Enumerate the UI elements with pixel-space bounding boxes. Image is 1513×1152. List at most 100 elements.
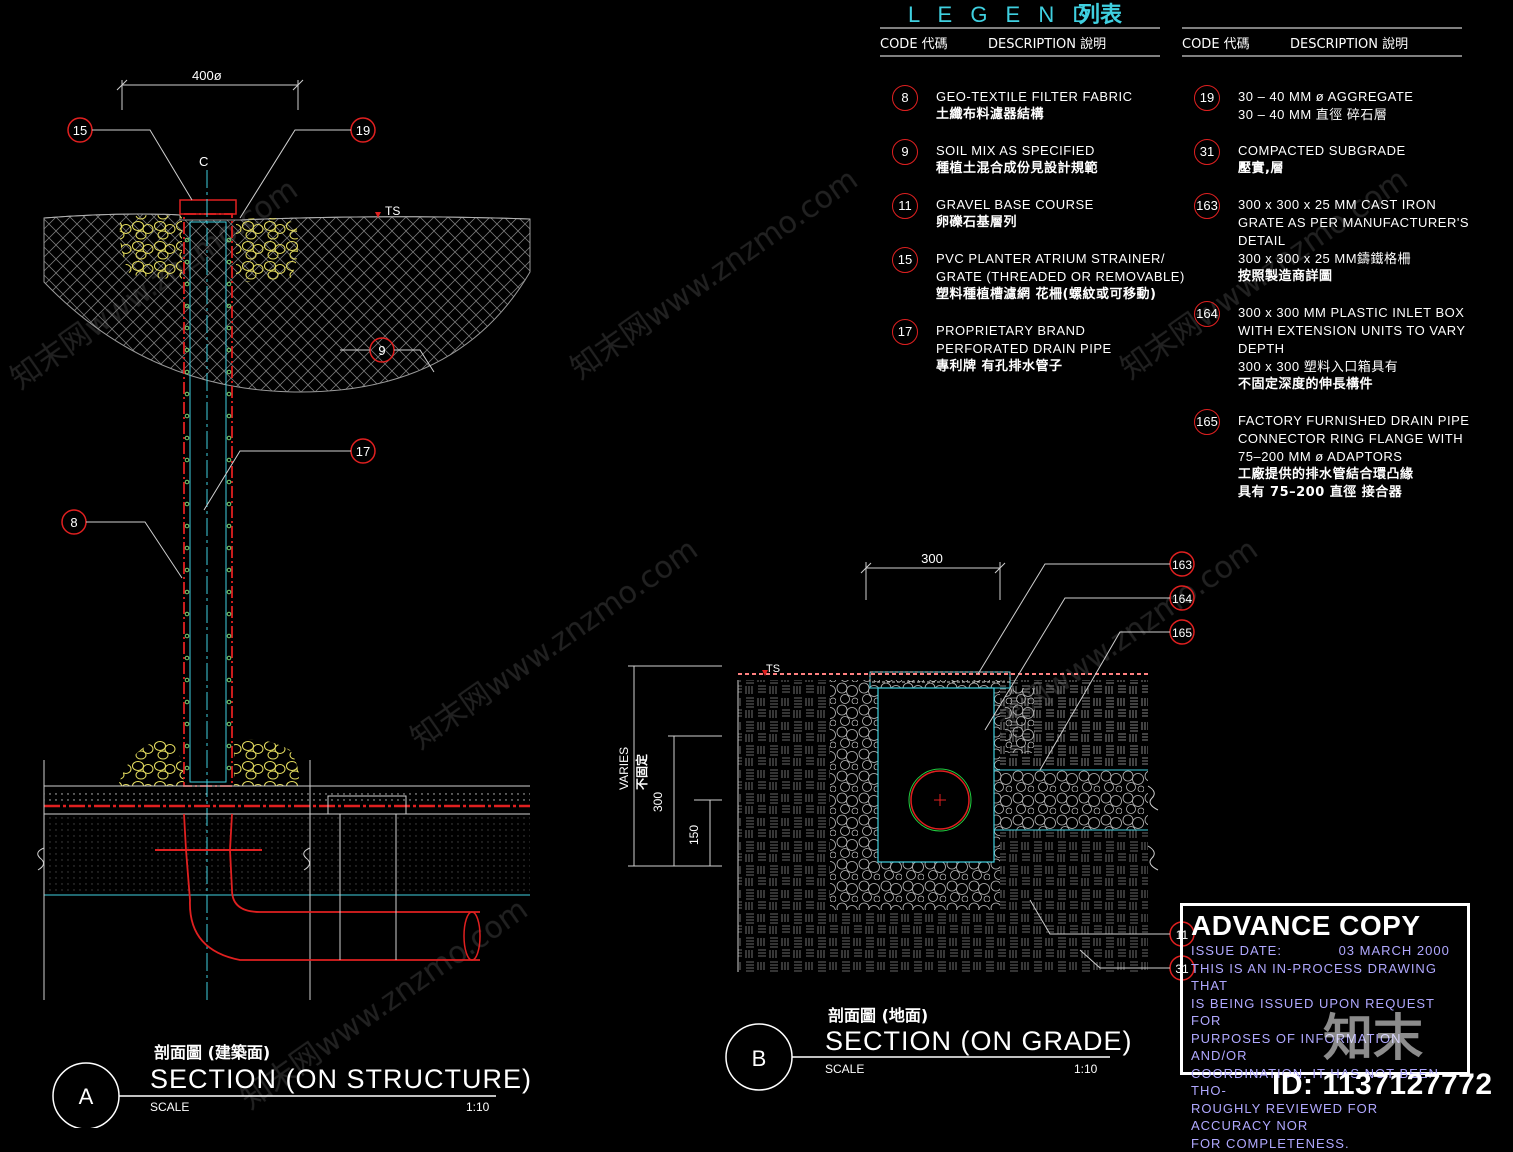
pipe-perforation <box>227 700 231 704</box>
dim-varies-zh: 不固定 <box>634 754 649 790</box>
legend-line: DEPTH <box>1238 340 1466 358</box>
watermark-text: 知末网www.znzmo.com <box>405 532 705 757</box>
pipe-perforation <box>185 480 189 484</box>
legend-line-zh: 按照製造商詳圖 <box>1238 268 1469 286</box>
legend-code-164: 164 <box>1194 301 1220 327</box>
pipe-perforation <box>227 744 231 748</box>
legend-title: L E G E N D <box>908 2 1094 27</box>
legend-line-zh: 專利牌 有孔排水管子 <box>936 358 1112 376</box>
section-a-title-zh: 剖面圖 (建築面) <box>154 1043 270 1062</box>
legend-code-11: 11 <box>892 193 918 219</box>
legend-line: GRAVEL BASE COURSE <box>936 196 1094 214</box>
legend-desc-header-left: DESCRIPTION 說明 <box>988 36 1106 52</box>
stamp-issue-date: 03 MARCH 2000 <box>1339 943 1450 958</box>
pipe-perforation <box>227 634 231 638</box>
pipe-perforation <box>185 656 189 660</box>
stamp-line: THIS IS AN IN-PROCESS DRAWING THAT <box>1191 960 1459 995</box>
legend-line-zh: 土纖布料濾器結構 <box>936 106 1132 124</box>
pipe-perforation <box>185 634 189 638</box>
pipe-perforation <box>185 700 189 704</box>
pipe-perforation <box>185 568 189 572</box>
legend-line: PVC PLANTER ATRIUM STRAINER/ <box>936 250 1185 268</box>
legend-line: PERFORATED DRAIN PIPE <box>936 340 1112 358</box>
section-b-title: B 剖面圖 (地面) SECTION (ON GRADE) SCALE 1:10 <box>726 1006 1133 1090</box>
legend-code-header-left: CODE 代碼 <box>880 37 948 52</box>
svg-text:15: 15 <box>73 123 87 138</box>
legend-line-zh: 卵礫石基層列 <box>936 214 1094 232</box>
section-b-scale-value: 1:10 <box>1074 1062 1098 1076</box>
watermark-id: ID: 1137127772 <box>1272 1068 1493 1102</box>
legend-line-zh: 具有 75–200 直徑 接合器 <box>1238 484 1469 502</box>
legend-line: 30 – 40 MM 直徑 碎石層 <box>1238 106 1413 124</box>
callout-8: 8 <box>62 510 182 578</box>
pipe-perforation <box>227 480 231 484</box>
legend-line-zh: 種植土混合成份見設計規範 <box>936 160 1098 178</box>
ts-label: TS <box>385 204 400 218</box>
pipe-perforation <box>227 458 231 462</box>
legend-line: 75–200 MM ø ADAPTORS <box>1238 448 1469 466</box>
pipe-perforation <box>185 392 189 396</box>
centerline-label: C <box>199 154 208 169</box>
legend-line: DETAIL <box>1238 232 1469 250</box>
svg-text:163: 163 <box>1172 558 1192 572</box>
legend-line: 300 x 300 x 25 MM鑄鐵格柵 <box>1238 250 1469 268</box>
stamp-line: FOR COMPLETENESS. <box>1191 1135 1459 1152</box>
legend-header: L E G E N D 列表 CODE 代碼 DESCRIPTION 說明 CO… <box>880 2 1462 56</box>
legend-line: COMPACTED SUBGRADE <box>1238 142 1406 160</box>
dim-150: 150 <box>687 825 701 845</box>
legend-line: GRATE AS PER MANUFACTURER'S <box>1238 214 1469 232</box>
pipe-perforation <box>227 392 231 396</box>
legend-line-zh: 塑料種植槽濾網 花柵(螺紋或可移動) <box>936 286 1185 304</box>
pipe-perforation <box>227 414 231 418</box>
section-b-scale-label: SCALE <box>825 1062 864 1076</box>
callout-15: 15 <box>68 118 192 200</box>
section-b-drawing: TS 300 VARIES 不固定 300 150 163 164 <box>617 551 1194 980</box>
pipe-perforation <box>185 458 189 462</box>
pipe-perforation <box>185 722 189 726</box>
legend-line: GEO-TEXTILE FILTER FABRIC <box>936 88 1132 106</box>
legend-line-zh: 壓實,層 <box>1238 160 1406 178</box>
dim-varies: VARIES <box>617 747 631 790</box>
legend-code-9: 9 <box>892 139 918 165</box>
pipe-perforation <box>185 436 189 440</box>
dim-a-width: 400ø <box>192 68 222 83</box>
legend-line: CONNECTOR RING FLANGE WITH <box>1238 430 1469 448</box>
legend-line: PROPRIETARY BRAND <box>936 322 1112 340</box>
section-a-letter: A <box>79 1084 94 1109</box>
pipe-perforation <box>227 590 231 594</box>
ts-label-b: TS <box>766 663 780 675</box>
section-b-letter: B <box>752 1046 767 1071</box>
pipe-perforation <box>227 524 231 528</box>
callout-17: 17 <box>204 439 375 510</box>
stamp-title: ADVANCE COPY <box>1191 910 1459 942</box>
stamp-issue-label: ISSUE DATE: <box>1191 943 1282 958</box>
pipe-perforation <box>185 766 189 770</box>
pipe-perforation <box>227 436 231 440</box>
stamp-line: ROUGHLY REVIEWED FOR ACCURACY NOR <box>1191 1100 1459 1135</box>
legend-line: SOIL MIX AS SPECIFIED <box>936 142 1098 160</box>
pipe-perforation <box>185 414 189 418</box>
pipe-perforation <box>227 502 231 506</box>
legend-line: FACTORY FURNISHED DRAIN PIPE <box>1238 412 1469 430</box>
svg-text:165: 165 <box>1172 626 1192 640</box>
legend-code-163: 163 <box>1194 193 1220 219</box>
legend-line-zh: 不固定深度的伸長構件 <box>1238 376 1466 394</box>
pipe-perforation <box>227 612 231 616</box>
pipe-perforation <box>185 678 189 682</box>
legend-code-19: 19 <box>1194 85 1220 111</box>
pipe-perforation <box>185 590 189 594</box>
legend-line: 300 x 300 塑料入口箱具有 <box>1238 358 1466 376</box>
section-a-title-text: SECTION (ON STRUCTURE) <box>150 1064 532 1094</box>
legend-code-header-right: CODE 代碼 <box>1182 37 1250 52</box>
pipe-perforation <box>185 524 189 528</box>
watermark-logo: 知末 <box>1323 998 1423 1070</box>
section-b-title-text: SECTION (ON GRADE) <box>825 1026 1133 1056</box>
